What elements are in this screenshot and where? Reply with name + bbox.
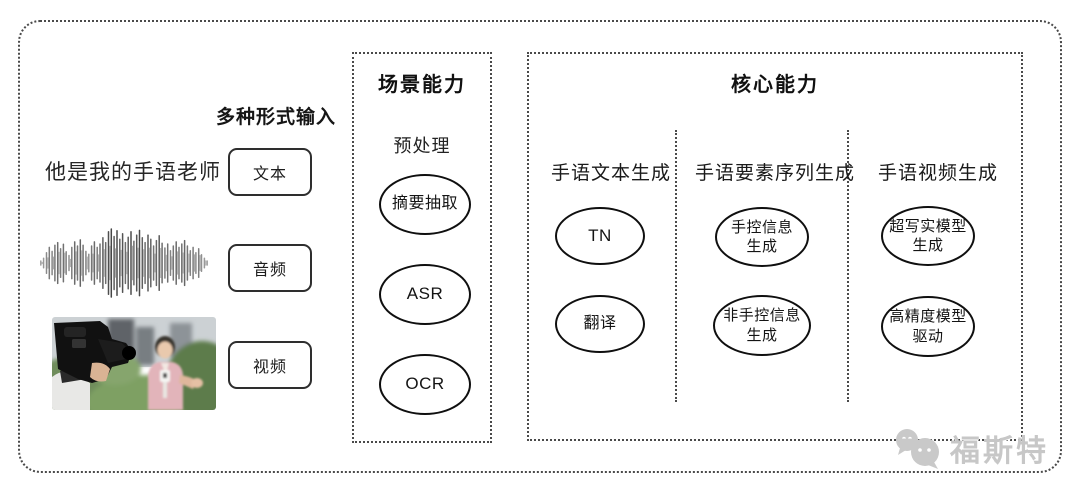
video-thumbnail-image bbox=[52, 317, 216, 410]
preprocessing-label: 预处理 bbox=[393, 136, 451, 156]
input-type-label-audio: 音频 bbox=[252, 262, 287, 279]
video-scene-illustration bbox=[52, 317, 216, 410]
core-capability-title: 核心能力 bbox=[731, 74, 819, 96]
column-header-sign-video-generation: 手语视频生成 bbox=[877, 163, 998, 184]
column-divider bbox=[675, 130, 677, 402]
scene-capability-title: 场景能力 bbox=[378, 74, 466, 96]
node-translation: 翻译 bbox=[555, 295, 645, 353]
column-divider bbox=[847, 130, 849, 402]
input-type-box-text: 文本 bbox=[228, 148, 312, 196]
node-non-manual-info-generation: 非手控信息 生成 bbox=[713, 295, 811, 356]
core-capability-box: 核心能力 手语文本生成 手语要素序列生成 手语视频生成 TN 翻译 手控信息 生… bbox=[527, 52, 1023, 441]
column-header-sign-text-generation: 手语文本生成 bbox=[550, 163, 671, 184]
node-high-precision-model-driving: 高精度模型 驱动 bbox=[881, 296, 975, 357]
watermark: 福斯特 bbox=[892, 424, 1049, 472]
node-manual-info-generation: 手控信息 生成 bbox=[715, 207, 809, 267]
node-hyperrealistic-model-generation: 超写实模型 生成 bbox=[881, 206, 975, 266]
sample-sentence-text: 他是我的手语老师 bbox=[45, 161, 221, 184]
input-type-box-video: 视频 bbox=[228, 341, 312, 389]
scene-capability-box: 场景能力 预处理 摘要抽取 ASR OCR bbox=[352, 52, 492, 443]
audio-waveform-graphic bbox=[38, 227, 210, 299]
node-tn: TN bbox=[555, 207, 645, 265]
column-header-sign-element-sequence-generation: 手语要素序列生成 bbox=[694, 163, 855, 184]
input-section-label: 多种形式输入 bbox=[216, 107, 337, 128]
input-type-label-video: 视频 bbox=[252, 359, 287, 376]
input-type-box-audio: 音频 bbox=[228, 244, 312, 292]
waveform-icon bbox=[40, 228, 208, 298]
watermark-text: 福斯特 bbox=[950, 435, 1049, 468]
node-ocr: OCR bbox=[379, 354, 471, 415]
node-summary-extraction: 摘要抽取 bbox=[379, 174, 471, 235]
chat-bubbles-logo-icon bbox=[896, 429, 939, 469]
outer-dotted-frame bbox=[18, 20, 1062, 473]
node-asr: ASR bbox=[379, 264, 471, 325]
input-type-label-text: 文本 bbox=[252, 166, 287, 183]
